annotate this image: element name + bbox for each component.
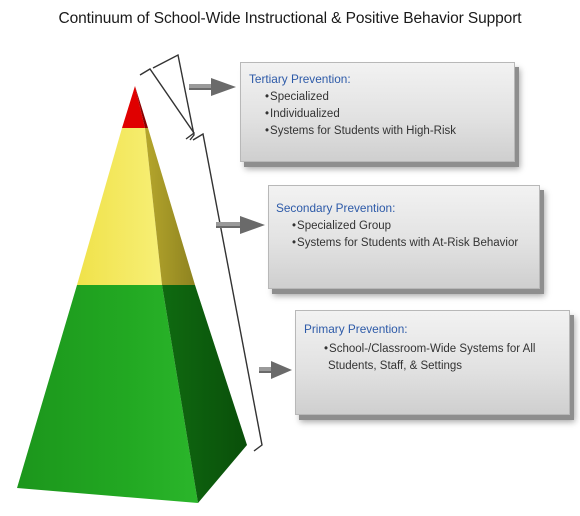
secondary-list: Specialized Group Systems for Students w… <box>276 218 539 252</box>
list-item: Systems for Students with At-Risk Behavi… <box>292 235 521 252</box>
arrow-secondary <box>216 216 265 234</box>
list-item: Specialized <box>265 89 514 106</box>
pyramid-red-side <box>135 86 148 128</box>
primary-heading: Primary Prevention: <box>304 322 408 336</box>
bracket-secondary <box>152 53 195 141</box>
tier-arrows <box>189 78 292 379</box>
tertiary-heading: Tertiary Prevention: <box>249 72 351 86</box>
secondary-heading: Secondary Prevention: <box>276 201 396 215</box>
secondary-prevention-box: Secondary Prevention: Specialized Group … <box>268 185 540 289</box>
tertiary-prevention-box: Tertiary Prevention: Specialized Individ… <box>240 62 515 162</box>
primary-prevention-box: Primary Prevention: School-/Classroom-Wi… <box>295 310 570 415</box>
arrow-tertiary <box>189 78 236 96</box>
pyramid-yellow-front <box>77 128 162 285</box>
pyramid-red-front <box>122 86 145 128</box>
bracket-tertiary <box>139 68 195 140</box>
pyramid <box>17 86 247 503</box>
list-item: Systems for Students with High-Risk <box>265 123 514 140</box>
diagram-title: Continuum of School-Wide Instructional &… <box>58 10 522 27</box>
arrow-primary <box>259 361 292 379</box>
bracket-primary <box>192 132 263 452</box>
list-item: School-/Classroom-Wide Systems for All S… <box>324 341 553 375</box>
list-item: Specialized Group <box>292 218 539 235</box>
primary-list: School-/Classroom-Wide Systems for All S… <box>304 341 569 375</box>
tertiary-list: Specialized Individualized Systems for S… <box>249 89 514 140</box>
list-item: Individualized <box>265 106 514 123</box>
pyramid-green-side <box>162 285 247 503</box>
tier-brackets <box>139 53 263 452</box>
pyramid-yellow-side <box>145 128 195 285</box>
pyramid-green-front <box>17 285 198 503</box>
